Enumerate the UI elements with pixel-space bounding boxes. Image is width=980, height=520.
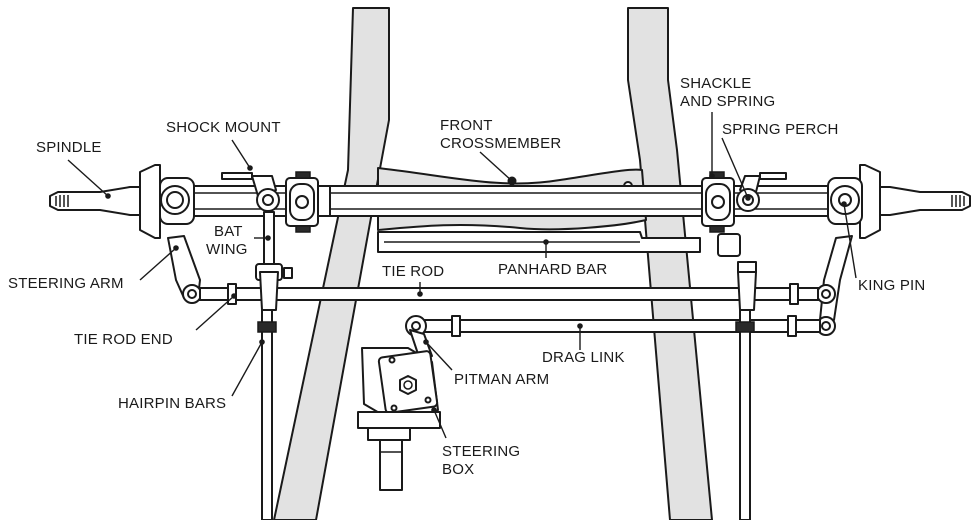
steering-arm-left	[167, 235, 202, 304]
label-drag-link: DRAG LINK	[542, 349, 625, 366]
spindle-left	[49, 164, 161, 239]
label-bat-wing-line2: WING	[206, 241, 248, 258]
label-shackle-line2: AND SPRING	[680, 93, 775, 110]
king-pin-housing-left	[159, 177, 195, 225]
steering-arm-right	[816, 235, 853, 336]
label-spindle: SPINDLE	[36, 139, 102, 156]
shackle-and-spring-right	[701, 171, 735, 233]
steering-box	[357, 347, 441, 491]
label-steering-box-line2: BOX	[442, 461, 474, 478]
tie-rod	[199, 283, 819, 305]
panhard-bar	[377, 231, 741, 257]
spindle-right	[859, 164, 971, 239]
hairpin-bar-right	[735, 309, 755, 520]
frame-rail-right	[627, 7, 713, 520]
frame-rail-left	[273, 7, 390, 520]
tie-rod-end-left	[259, 267, 293, 311]
label-steering-box-line1: STEERING	[442, 443, 520, 460]
king-pin-housing-right	[827, 177, 863, 225]
label-bat-wing-line1: BAT	[214, 223, 243, 240]
shock-mount-left	[221, 172, 280, 212]
label-shock-mount: SHOCK MOUNT	[166, 119, 281, 136]
drag-link	[405, 315, 821, 337]
tie-rod-end-right	[737, 261, 757, 311]
bat-wing	[255, 211, 283, 281]
label-tie-rod: TIE ROD	[382, 263, 444, 280]
label-steering-arm: STEERING ARM	[8, 275, 124, 292]
shock-mount-right	[736, 172, 787, 212]
label-shackle-line1: SHACKLE	[680, 75, 751, 92]
label-front-crossmember-line1: FRONT	[440, 117, 493, 134]
label-tie-rod-end: TIE ROD END	[74, 331, 173, 348]
label-front-crossmember-line2: CROSSMEMBER	[440, 135, 561, 152]
spring-perch-left	[285, 171, 331, 233]
hairpin-bar-left	[257, 309, 277, 520]
label-pitman-arm: PITMAN ARM	[454, 371, 549, 388]
label-hairpin-bars: HAIRPIN BARS	[118, 395, 226, 412]
leader-lines	[67, 112, 857, 439]
label-king-pin: KING PIN	[858, 277, 925, 294]
label-panhard-bar: PANHARD BAR	[498, 261, 607, 278]
label-spring-perch: SPRING PERCH	[722, 121, 839, 138]
